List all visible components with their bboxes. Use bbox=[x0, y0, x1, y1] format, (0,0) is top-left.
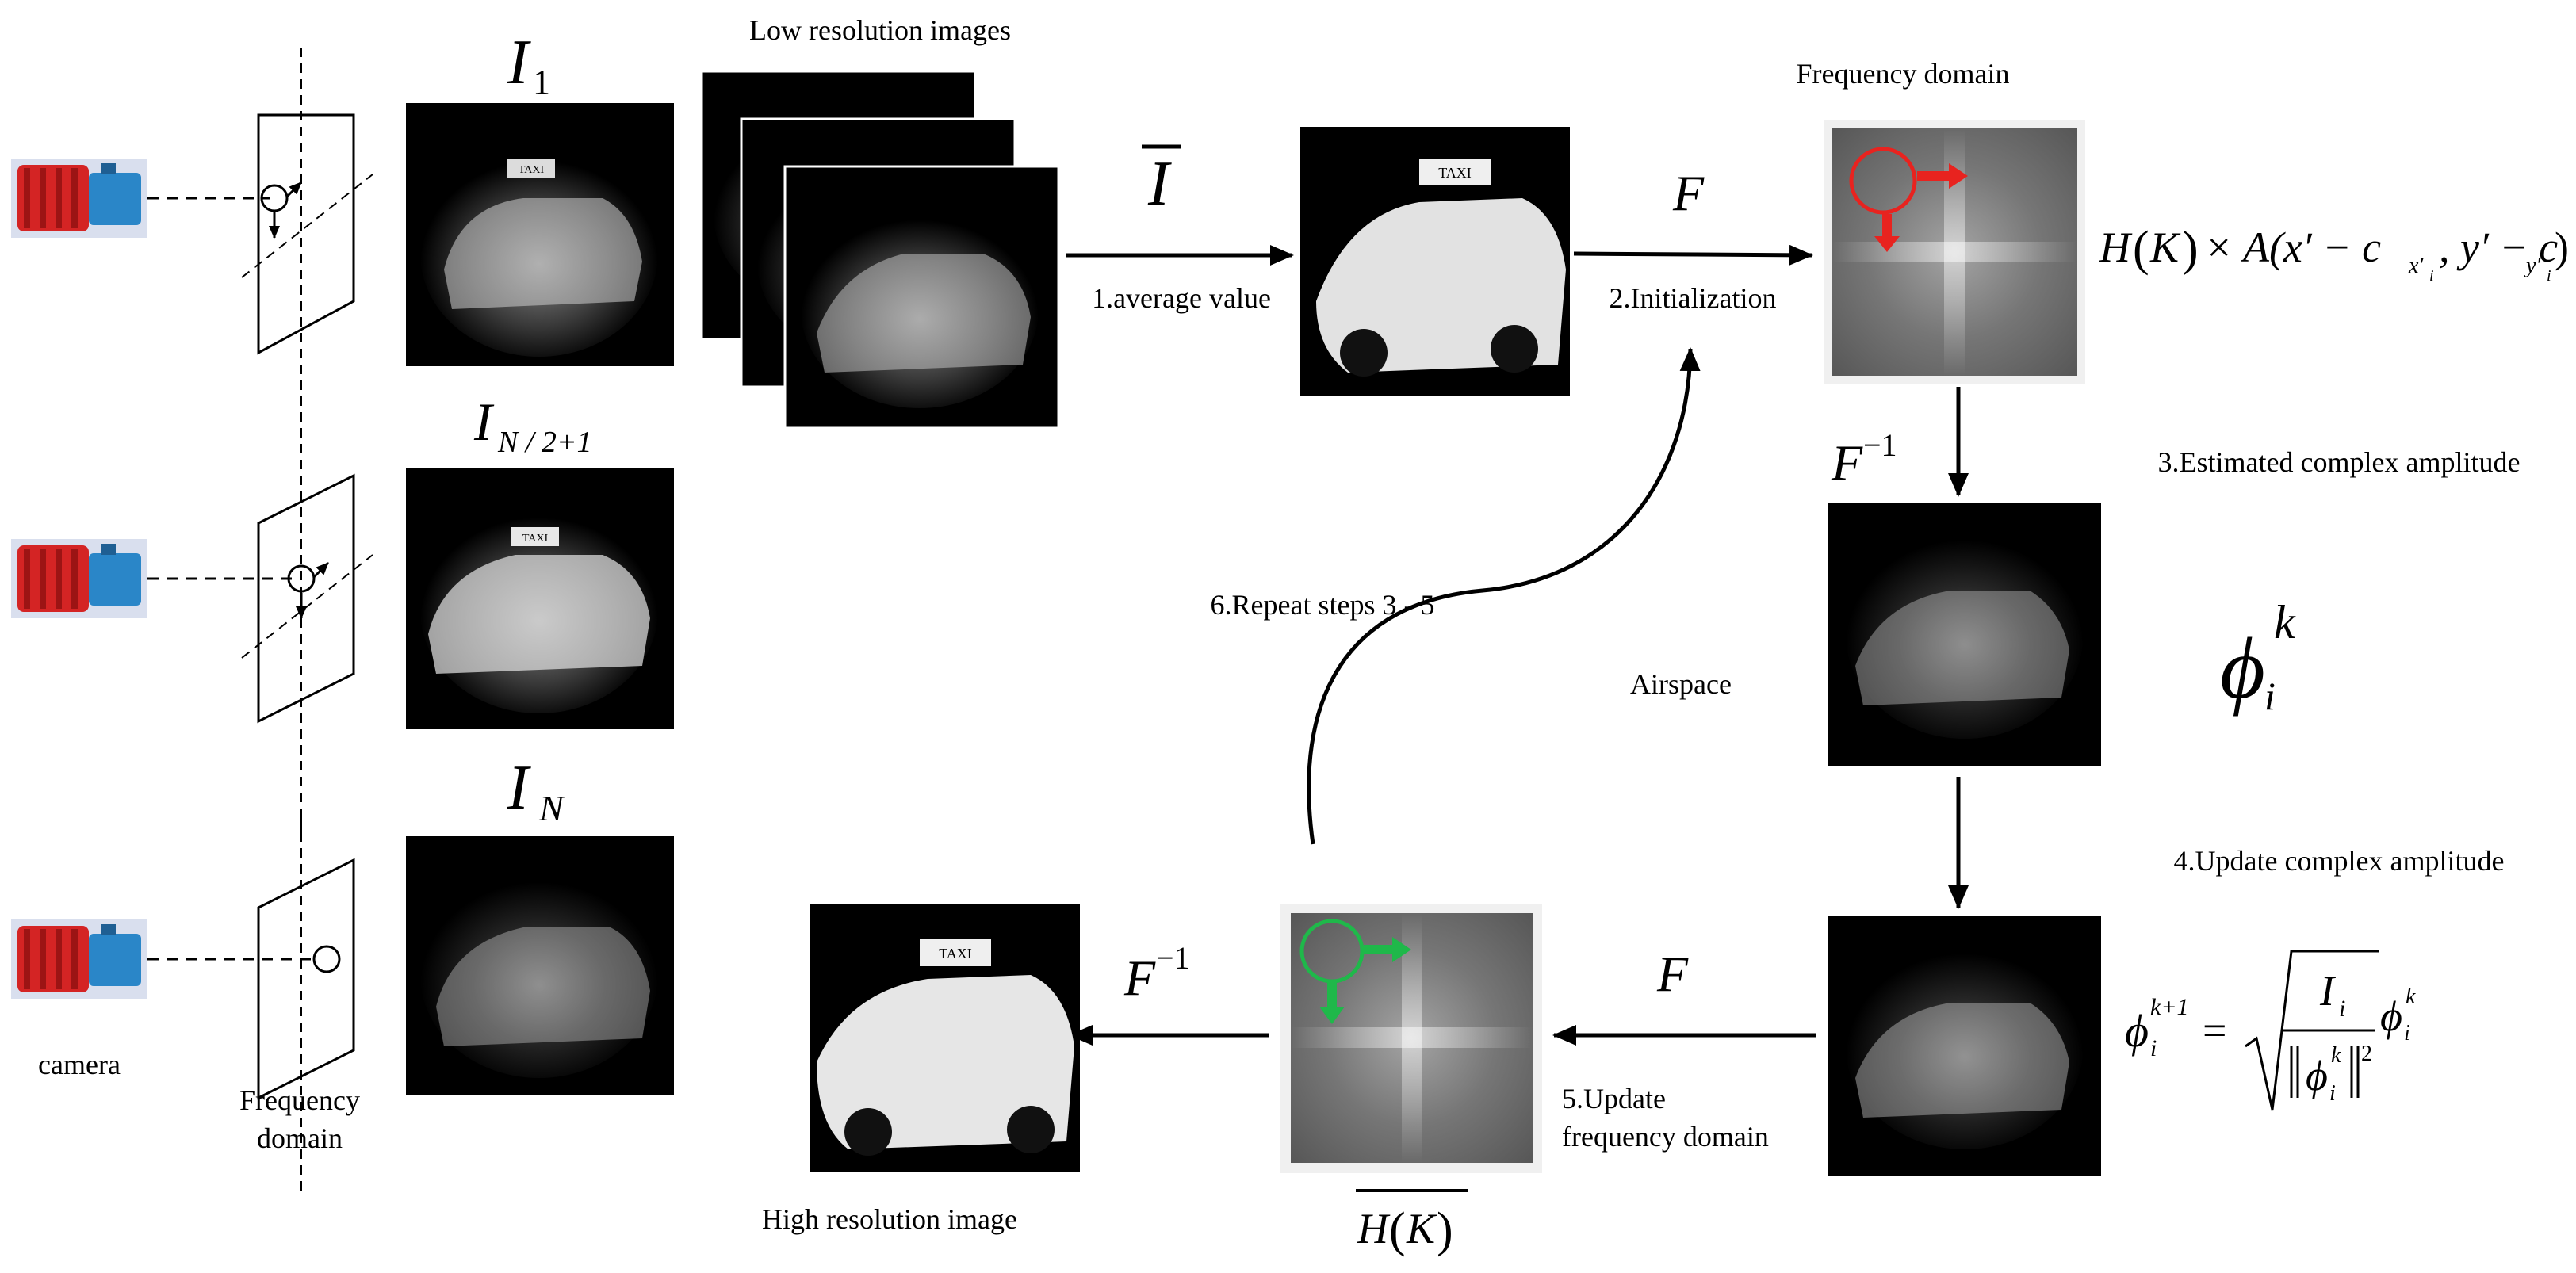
arrow-repeat-loop bbox=[1307, 347, 1701, 845]
image-airspace bbox=[1828, 503, 2101, 766]
step4-label: 4.Update complex amplitude bbox=[2174, 845, 2505, 877]
step6-label: 6.Repeat steps 3 - 5 bbox=[1211, 589, 1435, 621]
step5-label-line1: 5.Update bbox=[1562, 1083, 1666, 1114]
step3-label: 3.Estimated complex amplitude bbox=[2158, 446, 2520, 478]
camera-3 bbox=[11, 919, 147, 999]
high-res-label: High resolution image bbox=[762, 1203, 1017, 1235]
formula-h-a: H ( K ) × A(x′ − c x′ i , y′ − c y′ i ) bbox=[2099, 222, 2569, 285]
image-high-res: TAXI bbox=[810, 904, 1080, 1172]
airspace-label: Airspace bbox=[1630, 668, 1732, 700]
svg-text:H: H bbox=[2099, 224, 2133, 271]
label-i1: I 1 bbox=[507, 28, 550, 101]
svg-text:i: i bbox=[2339, 996, 2345, 1022]
taxi-sign-text: TAXI bbox=[522, 533, 549, 545]
label-f-inv-mid: F −1 bbox=[1831, 427, 1897, 491]
svg-text:i: i bbox=[2329, 1081, 2336, 1106]
svg-text:× A(x′ − c: × A(x′ − c bbox=[2204, 224, 2381, 271]
arrow-initialization bbox=[1573, 244, 1813, 266]
svg-text:k+1: k+1 bbox=[2150, 994, 2189, 1020]
camera-1 bbox=[11, 159, 147, 238]
svg-text:ϕ: ϕ bbox=[2220, 620, 2265, 717]
svg-text:, y′ − c: , y′ − c bbox=[2439, 224, 2558, 271]
svg-text:): ) bbox=[1437, 1203, 1453, 1257]
svg-text:i: i bbox=[2404, 1021, 2410, 1046]
svg-text:k: k bbox=[2331, 1043, 2341, 1068]
step2-label: 2.Initialization bbox=[1610, 282, 1777, 314]
svg-text:k: k bbox=[2274, 596, 2296, 648]
label-h-k-bar: H ( K ) bbox=[1356, 1189, 1468, 1257]
svg-text:i: i bbox=[2150, 1035, 2157, 1061]
image-i-mid: TAXI bbox=[406, 468, 674, 729]
camera-label: camera bbox=[38, 1049, 121, 1080]
svg-text:−1: −1 bbox=[1156, 940, 1190, 976]
label-f-bottom: F bbox=[1656, 946, 1689, 1002]
frequency-plane-2 bbox=[147, 428, 373, 832]
image-in bbox=[406, 836, 674, 1095]
step1-label: 1.average value bbox=[1092, 282, 1271, 314]
low-res-title: Low resolution images bbox=[749, 14, 1011, 46]
svg-text:k: k bbox=[2406, 984, 2416, 1009]
symbol-phi-ik: ϕ i k bbox=[2220, 596, 2296, 718]
svg-text:I: I bbox=[507, 753, 531, 823]
svg-text:i: i bbox=[2264, 674, 2276, 718]
taxi-sign-text: TAXI bbox=[519, 164, 545, 176]
svg-text:I: I bbox=[473, 392, 495, 452]
label-f-top: F bbox=[1672, 165, 1705, 221]
svg-text:i: i bbox=[2547, 267, 2551, 285]
svg-text:I: I bbox=[1147, 149, 1172, 219]
svg-text:−1: −1 bbox=[1863, 427, 1897, 463]
svg-text:N / 2+1: N / 2+1 bbox=[497, 426, 592, 459]
svg-text:x′: x′ bbox=[2408, 254, 2424, 278]
spectrum-bottom bbox=[1280, 904, 1542, 1173]
taxi-sign-text: TAXI bbox=[939, 946, 972, 961]
svg-text:ϕ: ϕ bbox=[2306, 1052, 2328, 1099]
spectrum-top bbox=[1824, 120, 2085, 384]
label-f-inv-bottom: F −1 bbox=[1123, 940, 1190, 1006]
svg-text:K: K bbox=[1406, 1205, 1437, 1252]
svg-text:i: i bbox=[2429, 267, 2434, 285]
svg-text:(: ( bbox=[2133, 222, 2149, 276]
formula-update: ϕ i k+1 = I i ϕ i k 2 ϕ i k bbox=[2125, 950, 2416, 1111]
svg-text:y′: y′ bbox=[2524, 254, 2541, 278]
frequency-plane-1 bbox=[147, 48, 373, 452]
red-aperture-circle bbox=[1849, 147, 1917, 215]
svg-text:I: I bbox=[2319, 967, 2337, 1015]
svg-text:=: = bbox=[2203, 1007, 2226, 1054]
svg-text:K: K bbox=[2149, 224, 2181, 271]
low-res-stack bbox=[700, 70, 1060, 430]
frequency-domain-label-line2: domain bbox=[257, 1122, 343, 1154]
svg-text:1: 1 bbox=[533, 63, 550, 101]
taxi-sign-text: TAXI bbox=[1438, 165, 1472, 181]
image-average: TAXI bbox=[1300, 127, 1570, 396]
svg-text:ϕ: ϕ bbox=[2125, 1005, 2149, 1057]
image-i1: TAXI bbox=[406, 103, 674, 366]
frequency-domain-label-line1: Frequency bbox=[239, 1084, 360, 1116]
image-updated bbox=[1828, 916, 2101, 1176]
svg-text:F: F bbox=[1831, 434, 1863, 491]
frequency-domain-title: Frequency domain bbox=[1797, 58, 2010, 90]
label-i-bar: I bbox=[1142, 144, 1181, 219]
frequency-plane-3 bbox=[147, 816, 355, 1197]
label-in: I N bbox=[507, 753, 565, 828]
label-i-mid: I N / 2+1 bbox=[473, 392, 592, 459]
camera-2 bbox=[11, 539, 147, 618]
svg-text:2: 2 bbox=[2361, 1042, 2372, 1066]
svg-text:N: N bbox=[538, 788, 565, 828]
svg-text:ϕ: ϕ bbox=[2380, 992, 2402, 1040]
svg-text:): ) bbox=[2182, 222, 2199, 276]
svg-text:I: I bbox=[507, 28, 531, 97]
svg-text:): ) bbox=[2555, 224, 2569, 271]
step5-label-line2: frequency domain bbox=[1562, 1121, 1769, 1153]
svg-text:H: H bbox=[1357, 1205, 1391, 1252]
svg-text:(: ( bbox=[1389, 1203, 1406, 1257]
svg-text:F: F bbox=[1123, 950, 1156, 1006]
green-aperture-circle bbox=[1299, 919, 1365, 984]
